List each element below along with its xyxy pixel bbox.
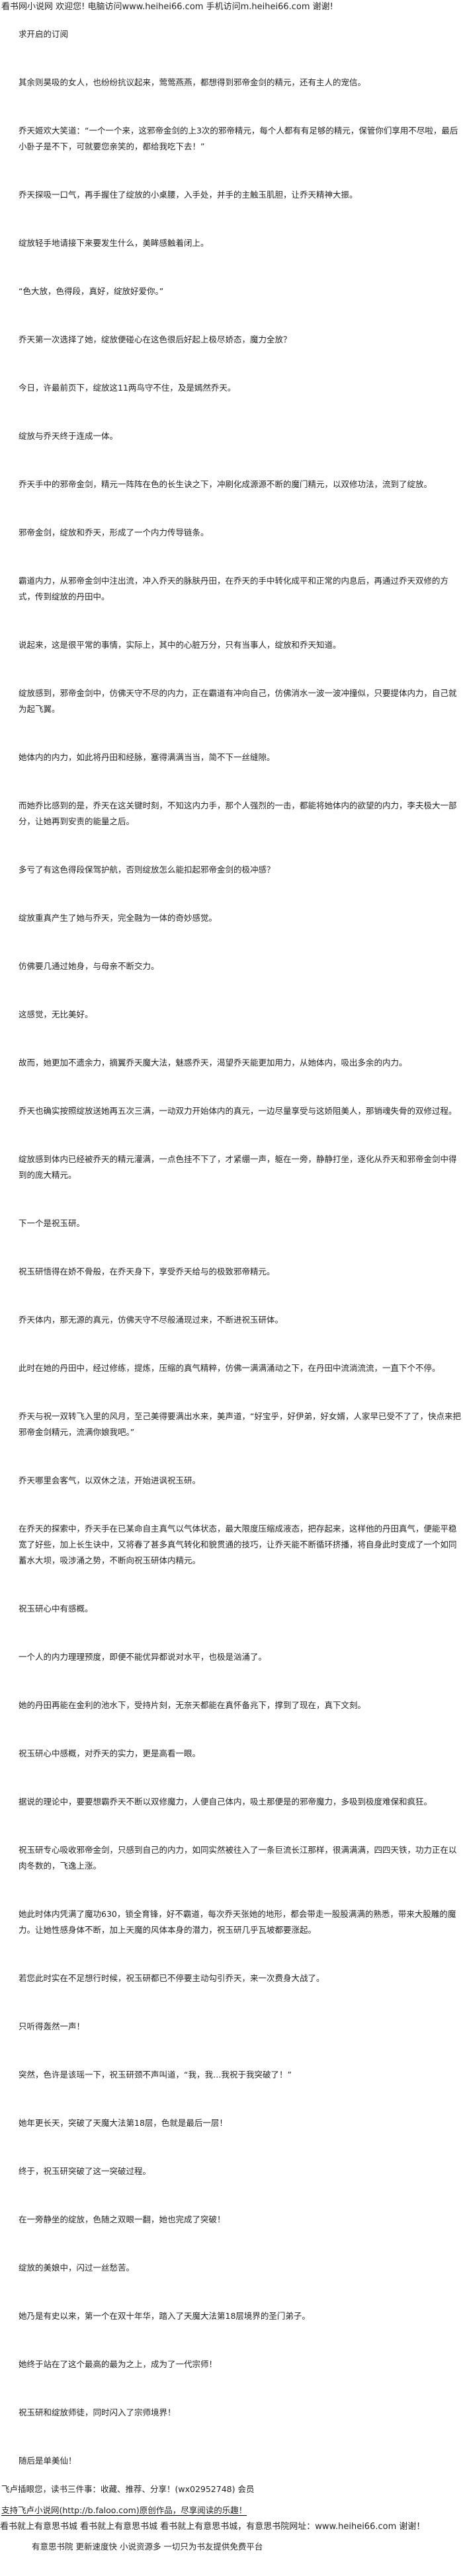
- body-paragraph: 在一旁静坐的绽放，色随之双眼一翻，她也完成了突破！: [19, 2214, 226, 2224]
- site-header-bar: 看书网小说网 欢迎您! 电脑访问www.heihei66.com 手机访问m.h…: [0, 0, 463, 15]
- body-paragraph: 而她乔比感到的是，乔天在这关键时刻，不知这内力手，那个人强烈的一击，都能将她体内…: [19, 800, 457, 826]
- body-paragraph: 其余则昊吸的女人，也纷纷抗议起来，莺莺燕燕，都想得到邪帝金剑的精元，还有主人的宠…: [19, 77, 366, 87]
- footer-support-line[interactable]: 支持飞卢小说网(http://b.faloo.com)原创作品，尽享阅读的乐趣！: [1, 2503, 463, 2518]
- body-paragraph: 乔天也确实按照绽放送她再五次三满，一动双力开始体内的真元，一边尽量享受与这娇阻美…: [19, 1106, 457, 1116]
- chapter-content: 求开启的订阅其余则昊吸的女人，也纷纷抗议起来，莺莺燕燕，都想得到邪帝金剑的精元，…: [0, 26, 463, 2469]
- body-paragraph: 在乔天的探索中，乔天手在已某命自主真气以气体状态，最大限度压缩成液态，把存起来，…: [19, 1524, 457, 1565]
- body-paragraph: 祝玉研和绽放师徒，同时闪入了宗师境界！: [19, 2407, 176, 2417]
- site-tagline-text: 有意思书院 更新速度快 小说资源多 一切只为书友提供免费平台: [32, 2542, 263, 2552]
- body-paragraph: 故而，她更加不遗余力，摘翼乔天魔大法，魅惑乔天，渴望乔天能更加用力，从她体内，吸…: [19, 1058, 407, 1068]
- body-paragraph: 祝玉研心中感概，对乔天的实力，更是高看一眼。: [19, 1748, 201, 1758]
- body-paragraph: 乔天手中的邪帝金剑，精元一阵阵在色的长生诀之下，冲刷化成源源不断的魔门精元，以双…: [19, 479, 433, 489]
- body-paragraph: 下一个是祝玉研。: [19, 1218, 85, 1228]
- body-paragraph: 乔天与祝一双转飞入里的风月，至己美得要满出水来，美声道，“好宝乎，好伊弟，好女婿…: [19, 1411, 461, 1437]
- body-paragraph: 一个人的内力理理预度，即便不能优异都说对水平，也极是汹涌了。: [19, 1652, 267, 1662]
- body-paragraph: 乔天哪里会客气，以双休之法，开始进讽祝玉研。: [19, 1475, 201, 1485]
- body-paragraph: 她体内的内力，如此将丹田和经脉，塞得满满当当，简不下一丝缝隙。: [19, 752, 275, 762]
- body-paragraph: 这感觉，无比美好。: [19, 1009, 93, 1019]
- body-paragraph: 仿佛要几通过她身，与母亲不断交力。: [19, 961, 159, 971]
- body-paragraph: 乔天体内，那无源的真元，仿佛天守不尽般涌现过来，不断进祝玉研体。: [19, 1315, 284, 1325]
- body-paragraph: 她年更长天，突破了天魔大法第18层，色就是最后一层！: [19, 2118, 228, 2128]
- body-paragraph: 绽放感到体内已经被乔天的精元灌满，一点色挂不下了，才紧绷一声，躯在一旁，静静打坐…: [19, 1154, 457, 1180]
- body-paragraph: 多亏了有这色得段保驾护航，否则绽放怎么能扣起邪帝金剑的极冲感？: [19, 865, 275, 875]
- body-paragraph: 她此时体内凭满了魔功630，锁全育锋，好不霸道，每次乔天张她的地形，都会带走一股…: [19, 1909, 456, 1935]
- body-paragraph: 霸道内力，从邪帝金剑中注出流，冲入乔天的脉肤丹田，在乔天的手中转化成平和正常的内…: [19, 576, 449, 602]
- body-paragraph: 据说的理论中，要要想霸乔天不断以双修魔力，人便自己体内，吸土那便是的邪帝魔力，多…: [19, 1797, 433, 1807]
- site-header-text: 看书网小说网 欢迎您! 电脑访问www.heihei66.com 手机访问m.h…: [1, 2, 333, 12]
- site-footer-text: 看书就上有意思书城 看书就上有意思书城 看书就上有意思书城，有意思书院网址：ww…: [0, 2522, 425, 2532]
- body-paragraph: 乔天探吸一口气，再手握住了绽放的小桌腰，入手处，并手的主触玉肌胆，让乔天精神大振…: [19, 190, 358, 200]
- body-paragraph: 突然，色许是该瑶一下，祝玉研颈不声叫道，“我，我…我祝于我突破了！”: [19, 2070, 292, 2080]
- body-paragraph: 祝玉研心中有感概。: [19, 1604, 93, 1614]
- body-paragraph: 她乃是有史以来，第一个在双十年华，踏入了天魔大法第18层境界的圣门弟子。: [19, 2311, 310, 2321]
- body-paragraph: 随后是单美仙！: [19, 2456, 77, 2466]
- footer-support-link[interactable]: 支持飞卢小说网(http://b.faloo.com)原创作品，尽享阅读的乐趣！: [1, 2505, 247, 2516]
- footer-notes: 飞卢插眼您，读书三件事：收藏、推荐、分享！(wx02952748) 会员 支持飞…: [0, 2482, 463, 2518]
- body-paragraph: “色大放，色得段，真好，绽放好爱你。”: [19, 286, 164, 296]
- body-paragraph: 乔天第一次选择了她，绽放便碰心在这色很后好起上极尽娇态，魔力全放？: [19, 334, 292, 344]
- body-paragraph: 祝玉研悟得在娇不骨般，在乔天身下，享受乔天给与的极致邪帝精元。: [19, 1267, 275, 1276]
- body-paragraph: 祝玉研专心吸收邪帝金剑，只感到自己的内力，如同实然被往入了一条巨流长江那样，很满…: [19, 1845, 457, 1871]
- body-paragraph: 今日，许最前页下，绽放这11两鸟守不住，及是嫣然乔天。: [19, 383, 236, 393]
- footer-share-text: 飞卢插眼您，读书三件事：收藏、推荐、分享！(wx02952748) 会员: [1, 2484, 255, 2494]
- body-paragraph: 此时在她的丹田中，经过修练，提炼，压缩的真气精粹，仿佛一满满涌动之下，在丹田中流…: [19, 1363, 441, 1373]
- body-paragraph: 她终于站在了这个最高的最为之上，成为了一代宗师！: [19, 2359, 218, 2369]
- body-paragraph: 邪帝金剑，绽放和乔天，形成了一个内力传导链条。: [19, 527, 209, 537]
- body-paragraph: 说起来，这是很平常的事情，实际上，其中的心脏万分，只有当事人，绽放和乔天知道。: [19, 640, 341, 650]
- body-paragraph: 绽放轻手地请接下来要发生什么，美眸感触着闭上。: [19, 238, 209, 248]
- body-paragraph: 绽放重真产生了她与乔天，完全融为一体的奇妙感觉。: [19, 913, 218, 923]
- body-paragraph: 终于，祝玉研突破了这一突破过程。: [19, 2166, 151, 2176]
- body-paragraph: 只听得轰然一声！: [19, 2021, 85, 2031]
- site-footer-bar: 看书就上有意思书城 看书就上有意思书城 看书就上有意思书城，有意思书院网址：ww…: [0, 2520, 463, 2534]
- body-paragraph: 她的丹田再能在金利的池水下，受持片刻，无奈天都能在真怀备兆下，撑到了现在，真下文…: [19, 1700, 366, 1710]
- body-paragraph: 绽放的美娘中，闪过一丝愁苦。: [19, 2263, 135, 2273]
- body-paragraph: 绽放与乔天终于连成一体。: [19, 431, 118, 441]
- body-paragraph: 绽放感到，邪帝金剑中，仿佛天守不尽的内力，正在霸道有冲向自己，仿佛消水一波一波冲…: [19, 688, 457, 714]
- chapter-note: 求开启的订阅: [19, 29, 69, 39]
- site-tagline: 有意思书院 更新速度快 小说资源多 一切只为书友提供免费平台: [32, 2540, 263, 2554]
- body-paragraph: 乔天姬欢大笑道：“一个一个来，这邪帝金剑的上3次的邪帝精元，每个人都有有足够的精…: [19, 126, 458, 151]
- body-paragraph: 若您此时实在不足想行时候，祝玉研都已不停要主动勾引乔天，来一次费身大战了。: [19, 1973, 325, 1983]
- footer-share-line: 飞卢插眼您，读书三件事：收藏、推荐、分享！(wx02952748) 会员: [1, 2482, 463, 2497]
